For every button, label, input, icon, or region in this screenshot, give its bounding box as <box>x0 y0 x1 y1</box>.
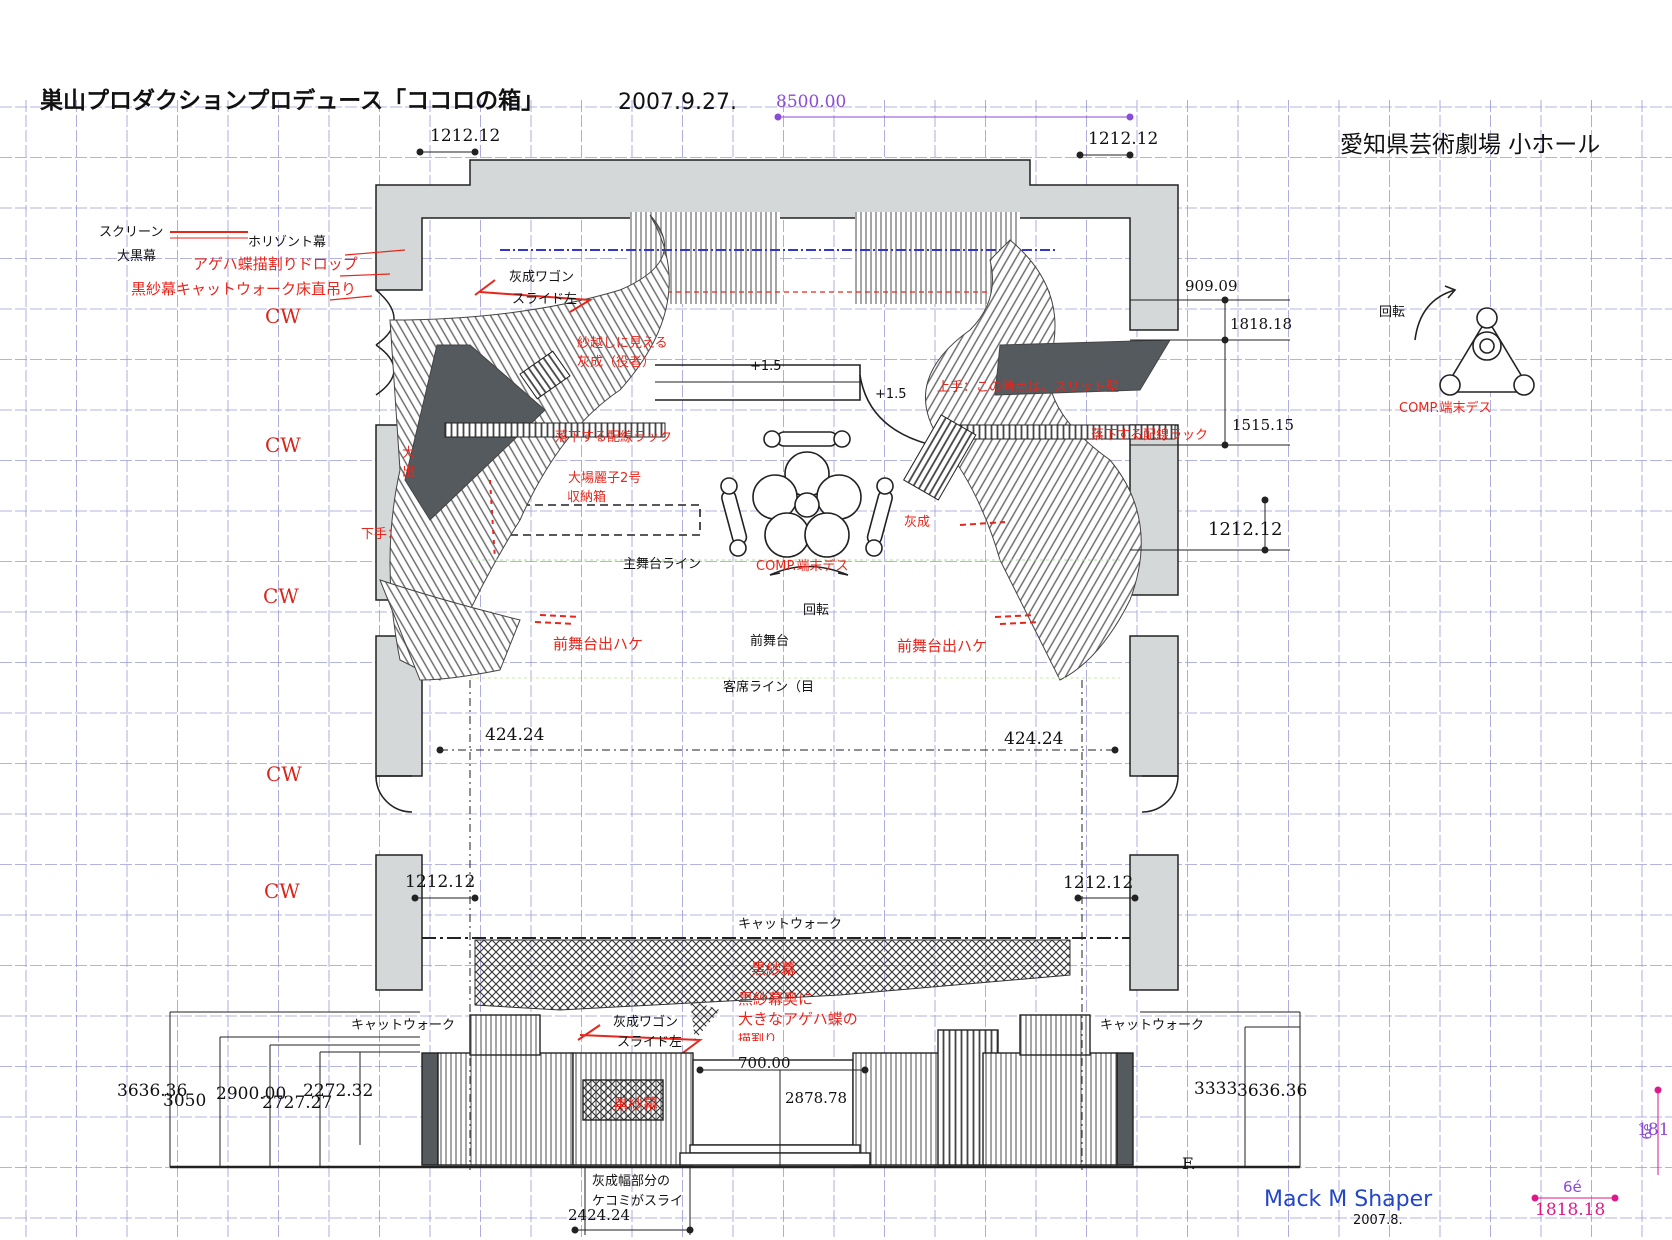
label-catwalk-left: キャットウォーク <box>351 1018 456 1033</box>
label-kecomi-2: ケコミがスライ <box>592 1194 684 1209</box>
dim-181-corner: 181 <box>1637 1120 1670 1140</box>
legend-gauze-catwalk: 黒紗幕キャットウォーク床直吊り <box>131 280 357 298</box>
label-upstage-right-note: 上手：この時点は、スリット壁 <box>937 380 1120 395</box>
inset-rotation-symbol <box>1414 285 1535 396</box>
dim-3333: 3333 <box>1194 1079 1238 1099</box>
dim-1818: 1818.18 <box>1230 315 1293 333</box>
legend-horizont: ホリゾント幕 <box>248 235 327 250</box>
cw-label: CW <box>263 584 299 608</box>
label-rotate: 回転 <box>803 603 830 618</box>
label-slide-top: スライド左 <box>512 292 578 307</box>
dim-1212-right: 1212.12 <box>1208 519 1283 540</box>
dim-6e: 6é <box>1563 1178 1582 1196</box>
label-kecomi-1: 灰成幅部分の <box>592 1174 671 1189</box>
dim-424-right: 424.24 <box>1004 729 1064 749</box>
legend-screen: スクリーン <box>99 225 164 240</box>
dim-3636-right: 3636.36 <box>1237 1081 1308 1101</box>
dim-2272: 2272.32 <box>303 1081 374 1101</box>
label-front-mark: F. <box>1182 1154 1196 1173</box>
bottom-wagons <box>170 1014 1300 1169</box>
signature-name: Mack M Shaper <box>1264 1187 1433 1212</box>
dim-1212-lower-right: 1212.12 <box>1063 873 1134 893</box>
inset-comp-label: COMP.端末デス <box>1399 401 1492 416</box>
dim-3636-left: 3636.36 <box>117 1081 188 1101</box>
label-wagon-bottom: 灰成ワゴン <box>613 1015 679 1030</box>
signature-date: 2007.8. <box>1353 1213 1403 1228</box>
dim-2424: 2424.24 <box>568 1206 631 1224</box>
cw-label: CW <box>265 304 301 328</box>
dim-top-left: 1212.12 <box>430 126 501 146</box>
label-gauze-bottom: 黒紗幕 <box>613 1095 659 1113</box>
label-storage-box: 収納箱 <box>567 490 607 505</box>
venue-name: 愛知県芸術劇場 小ホール <box>1340 132 1601 158</box>
label-catwalk-right: キャットウォーク <box>1100 1018 1205 1033</box>
dim-2878: 2878.78 <box>785 1089 848 1107</box>
label-audience-line: 客席ライン（目 <box>723 680 815 695</box>
label-front-exit-right: 前舞台出ハケ <box>897 637 988 655</box>
label-gauze-visible: 紗越しに見える <box>577 336 668 351</box>
dim-1212-lower-left: 1212.12 <box>405 872 476 892</box>
drawing-date: 2007.9.27. <box>618 90 737 115</box>
label-falling-rack-left: 落下する配線ラック <box>555 430 673 445</box>
label-falling-rack-right: 落下する配線ラック <box>1091 428 1209 443</box>
legend-black-curtain: 大黒幕 <box>117 249 157 264</box>
label-oba-box: 大場麗子2号 <box>568 471 642 486</box>
label-front-exit-left: 前舞台出ハケ <box>553 635 644 653</box>
dim-2727: 2727.27 <box>262 1093 333 1113</box>
label-left-clip2: 出 <box>402 465 416 480</box>
label-plus-right: +1.5 <box>875 387 907 402</box>
label-shimote: 下手： <box>361 527 401 542</box>
cw-label: CW <box>265 433 301 457</box>
label-front-stage: 前舞台 <box>750 634 790 649</box>
theatre-walls <box>375 159 1179 991</box>
dim-424-left: 424.24 <box>485 725 545 745</box>
top-dimension-label: 8500.00 <box>776 92 847 112</box>
label-comp-center: COMP.端末デス <box>756 559 849 574</box>
dimension-lines <box>169 113 1662 1235</box>
label-big-butterfly: 大きなアゲハ蝶の <box>738 1010 858 1028</box>
upstage-curtains <box>500 212 1055 304</box>
page-title: 巣山プロダクションプロデュース「ココロの箱」 <box>40 88 545 114</box>
label-gauze: 黒紗幕 <box>751 960 797 978</box>
cw-label: CW <box>264 879 300 903</box>
label-butterfly-clip: 描割り <box>738 1033 778 1041</box>
cw-label: CW <box>266 762 302 786</box>
legend-lines <box>170 231 406 301</box>
label-wagon-top: 灰成ワゴン <box>509 270 575 285</box>
label-catwalk-center: キャットウォーク <box>738 917 843 932</box>
label-gauze-back: 黒紗幕奥に <box>738 990 814 1008</box>
dim-2900: 2900.00 <box>216 1084 287 1104</box>
label-main-stage-line: 主舞台ライン <box>623 557 702 572</box>
catwalk-gauze-area <box>422 937 1130 1040</box>
dim-1818-corner: 1818.18 <box>1535 1200 1606 1220</box>
label-left-clip: 大 <box>402 446 416 461</box>
inset-rotate-label: 回転 <box>1379 305 1406 320</box>
fan-wall-left <box>379 214 670 681</box>
dim-3050: 3050 <box>163 1091 207 1111</box>
dim-909: 909.09 <box>1185 277 1238 295</box>
label-slide-bottom: スライド左 <box>617 1035 683 1050</box>
label-haisei: 灰成 <box>904 515 931 530</box>
dim-top-right: 1212.12 <box>1088 129 1159 149</box>
dim-1515: 1515.15 <box>1232 416 1295 434</box>
label-plus-left: +1.5 <box>750 359 782 374</box>
legend-butterfly-drop: アゲハ蝶描割りドロップ <box>193 255 358 273</box>
dim-700: 700.00 <box>738 1054 791 1072</box>
fan-wall-right <box>902 239 1176 681</box>
dim-6e-vertical: 6é <box>1640 1123 1656 1140</box>
label-haisei-actor: 灰成（役者） <box>577 355 656 370</box>
comp-terminal-unit <box>470 430 1120 679</box>
